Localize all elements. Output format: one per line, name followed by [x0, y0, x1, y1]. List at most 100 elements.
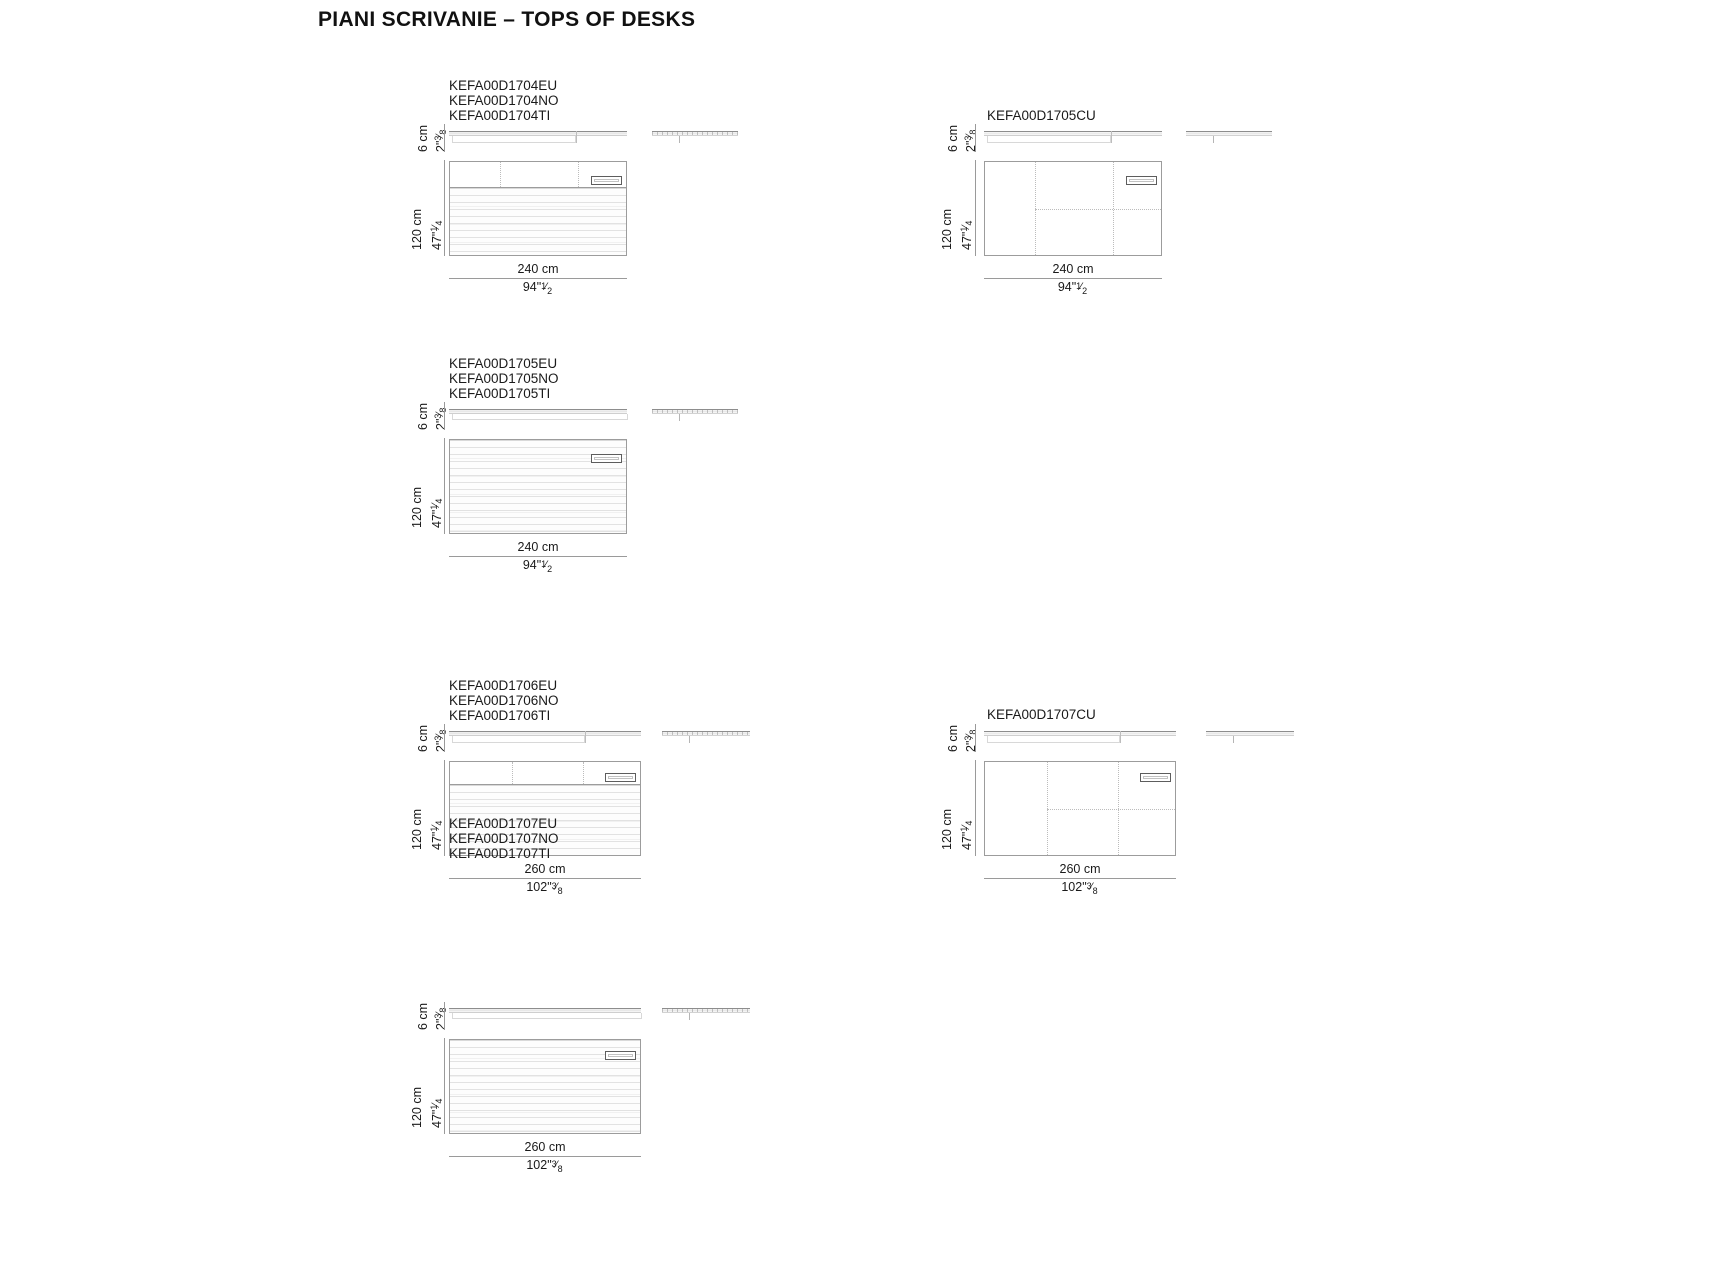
handle-detail — [605, 773, 636, 782]
width-dimension: 260 cm 102"3⁄8 — [449, 862, 641, 897]
dimension-line — [444, 760, 445, 856]
plan-view — [449, 1039, 641, 1134]
plan-view — [449, 439, 627, 534]
handle-detail — [591, 176, 622, 185]
plan-top-band — [450, 762, 640, 785]
elevation-tick — [1111, 131, 1112, 143]
width-dimension: 240 cm 94"1⁄2 — [449, 262, 627, 297]
end-elevation-view — [662, 731, 750, 736]
end-elevation-view — [652, 131, 738, 136]
product-code: KEFA00D1707CU — [987, 707, 1096, 722]
depth-dimension-cm: 120 cm — [410, 809, 424, 850]
dimension-line — [975, 724, 976, 752]
plan-guideline — [1035, 209, 1161, 210]
depth-dimension-cm: 120 cm — [940, 209, 954, 250]
end-elevation-stem — [689, 736, 690, 743]
width-dimension-cm: 260 cm — [524, 1140, 566, 1154]
fraction: 1⁄2 — [1076, 281, 1088, 297]
fraction: 3⁄8 — [551, 1159, 563, 1175]
thickness-dimension-cm: 6 cm — [416, 402, 430, 430]
plan-guideline — [1113, 162, 1114, 255]
depth-dimension-in: 47"1⁄4 — [429, 1098, 445, 1128]
thickness-dimension-cm: 6 cm — [416, 1002, 430, 1030]
fraction: 1⁄4 — [429, 1098, 445, 1110]
dimension-line — [444, 124, 445, 152]
handle-detail — [591, 454, 622, 463]
wood-grain-texture — [450, 785, 640, 855]
hatch-pattern — [662, 1009, 750, 1012]
width-dimension-cm: 240 cm — [1052, 262, 1094, 276]
product-code: KEFA00D1705CU — [987, 108, 1096, 123]
plan-guideline — [578, 162, 579, 187]
product-code: KEFA00D1707TI — [449, 846, 551, 861]
elevation-tick — [576, 131, 577, 143]
dimension-line — [444, 1002, 445, 1030]
elevation-view — [449, 409, 627, 414]
dimension-line — [444, 160, 445, 256]
plan-guideline — [1035, 162, 1036, 255]
fraction: 1⁄4 — [429, 820, 445, 832]
fraction: 1⁄2 — [541, 281, 553, 297]
width-dimension-cm: 260 cm — [524, 862, 566, 876]
product-code: KEFA00D1706EU — [449, 678, 558, 693]
fraction: 3⁄8 — [433, 408, 448, 419]
plan-view — [449, 161, 627, 256]
dimension-rule — [449, 556, 627, 557]
handle-detail — [1126, 176, 1157, 185]
plan-view — [449, 761, 641, 856]
fraction: 1⁄4 — [429, 498, 445, 510]
width-dimension: 260 cm 102"3⁄8 — [449, 1140, 641, 1175]
fraction: 3⁄8 — [433, 730, 448, 741]
thickness-dimension-in: 2"3⁄8 — [433, 1007, 448, 1030]
depth-dimension-in: 47"1⁄4 — [429, 220, 445, 250]
product-code: KEFA00D1704NO — [449, 93, 559, 109]
width-dimension-in: 102"3⁄8 — [526, 1158, 563, 1175]
hatch-pattern — [662, 732, 750, 735]
fraction: 3⁄8 — [551, 881, 563, 897]
dimension-line — [975, 160, 976, 256]
hatch-pattern — [652, 132, 738, 135]
product-code: KEFA00D1704EU — [449, 78, 558, 93]
fraction: 1⁄4 — [959, 220, 975, 232]
end-elevation-stem — [679, 136, 680, 143]
end-elevation-view — [652, 409, 738, 414]
hatch-pattern — [652, 410, 738, 413]
fraction: 3⁄8 — [963, 129, 979, 141]
end-elevation-stem — [689, 1013, 690, 1020]
dimension-rule — [984, 878, 1176, 879]
dimension-line — [975, 760, 976, 856]
width-dimension-cm: 240 cm — [517, 262, 559, 276]
plan-guideline — [500, 162, 501, 187]
elevation-underside — [452, 736, 585, 743]
dimension-rule — [449, 878, 641, 879]
depth-dimension-cm: 120 cm — [410, 1087, 424, 1128]
thickness-dimension-in: 2"3⁄8 — [963, 729, 979, 752]
fraction: 1⁄4 — [429, 220, 445, 232]
depth-dimension-cm: 120 cm — [410, 487, 424, 528]
plan-view — [984, 161, 1162, 256]
product-code: KEFA00D1706NO — [449, 693, 559, 709]
elevation-underside — [452, 136, 576, 143]
width-dimension: 240 cm 94"1⁄2 — [449, 540, 627, 575]
thickness-dimension-cm: 6 cm — [416, 124, 430, 152]
plan-view — [984, 761, 1176, 856]
fraction: 3⁄8 — [433, 130, 448, 141]
product-code: KEFA00D1706TI — [449, 708, 551, 724]
elevation-view — [984, 731, 1176, 736]
elevation-view — [449, 1008, 641, 1013]
end-elevation-view — [1186, 131, 1272, 136]
plan-guideline — [1047, 809, 1175, 810]
plan-guideline — [583, 762, 584, 784]
thickness-dimension-cm: 6 cm — [416, 724, 430, 752]
plan-guideline — [1118, 762, 1119, 855]
product-code-list: KEFA00D1706EU KEFA00D1706NO KEFA00D1706T… — [449, 678, 559, 724]
fraction: 1⁄2 — [541, 559, 553, 575]
fraction: 3⁄8 — [963, 729, 979, 741]
handle-detail — [605, 1051, 636, 1060]
elevation-underside — [452, 414, 628, 420]
elevation-view — [984, 131, 1162, 136]
product-code-list: KEFA00D1704EU KEFA00D1704NO KEFA00D1704T… — [449, 78, 559, 124]
product-code-list: KEFA00D1705EU KEFA00D1705NO KEFA00D1705T… — [449, 356, 559, 402]
end-elevation-view — [662, 1008, 750, 1013]
end-elevation-stem — [1213, 136, 1214, 143]
